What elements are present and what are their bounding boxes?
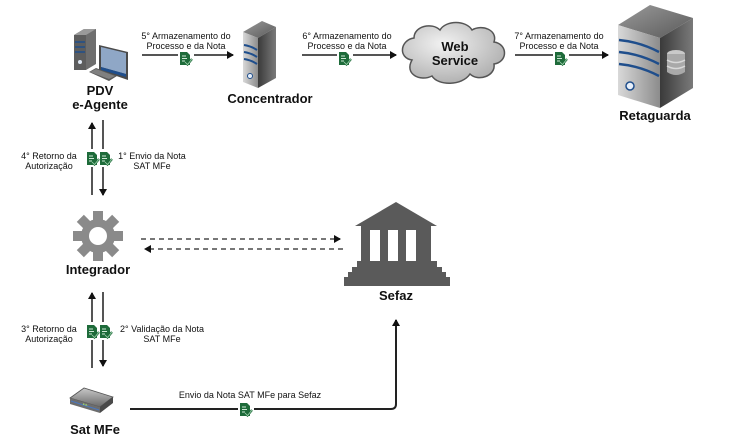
edge-step7 [515, 50, 609, 67]
step3-label: 3° Retorno da Autorização [14, 324, 84, 344]
step3-label-line2: Autorização [25, 334, 73, 344]
step7-label-line2: Processo e da Nota [519, 41, 599, 51]
sefaz-send-label: Envio da Nota SAT MFe para Sefaz [178, 390, 322, 400]
web-service-label-line1: Web [441, 39, 469, 54]
edge-step3-step2 [85, 292, 114, 368]
edge-integrador-sefaz [141, 235, 343, 253]
step2-label-line1: 2° Validação da Nota [120, 324, 204, 334]
edge-step5 [142, 50, 234, 67]
sat-mfe-device-icon[interactable] [69, 387, 114, 413]
retaguarda-label: Retaguarda [619, 108, 691, 123]
step5-label-line1: 5° Armazenamento do [141, 31, 231, 41]
concentrador-server-icon[interactable] [243, 21, 276, 88]
web-service-cloud-icon[interactable] [401, 21, 506, 84]
step2-label-line2: SAT MFe [143, 334, 181, 344]
pdv-label: PDV e-Agente [60, 84, 140, 112]
step4-label: 4° Retorno da Autorização [14, 151, 84, 171]
edge-sat-sefaz [130, 319, 400, 418]
edge-step6 [302, 50, 397, 67]
sefaz-label: Sefaz [379, 288, 413, 303]
step6-label-line2: Processo e da Nota [307, 41, 387, 51]
pdv-computer-icon[interactable] [74, 29, 128, 81]
step6-label-line1: 6° Armazenamento do [302, 31, 392, 41]
step2-label: 2° Validação da Nota SAT MFe [112, 324, 212, 344]
step5-label-line2: Processo e da Nota [146, 41, 226, 51]
step7-label: 7° Armazenamento do Processo e da Nota [503, 31, 615, 51]
integrador-label: Integrador [65, 262, 131, 277]
step4-label-line1: 4° Retorno da [21, 151, 77, 161]
step7-label-line1: 7° Armazenamento do [514, 31, 604, 41]
step6-label: 6° Armazenamento do Processo e da Nota [291, 31, 403, 51]
edge-step4-step1 [85, 120, 114, 196]
step3-label-line1: 3° Retorno da [21, 324, 77, 334]
step1-label: 1° Envio da Nota SAT MFe [114, 151, 190, 171]
concentrador-label: Concentrador [227, 91, 313, 106]
web-service-label: Web Service [420, 40, 490, 68]
sefaz-building-icon[interactable] [344, 202, 450, 286]
step5-label: 5° Armazenamento do Processo e da Nota [130, 31, 242, 51]
sat-mfe-label: Sat MFe [70, 422, 120, 437]
step1-label-line2: SAT MFe [133, 161, 171, 171]
pdv-label-line2: e-Agente [72, 97, 128, 112]
step4-label-line2: Autorização [25, 161, 73, 171]
step1-label-line1: 1° Envio da Nota [118, 151, 186, 161]
pdv-label-line1: PDV [86, 83, 114, 98]
web-service-label-line2: Service [431, 53, 479, 68]
retaguarda-server-icon[interactable] [618, 5, 693, 108]
integrador-gear-icon[interactable] [73, 211, 123, 261]
